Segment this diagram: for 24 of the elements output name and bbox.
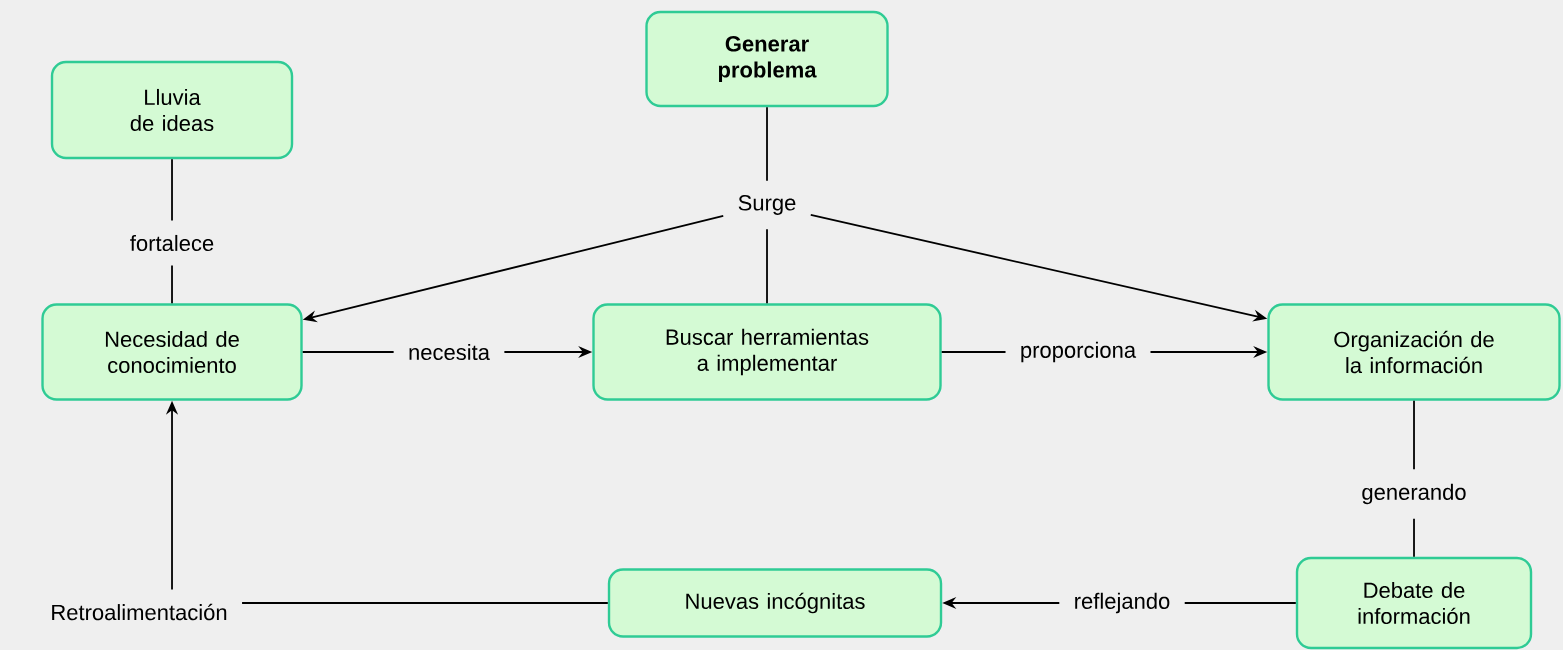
connector-line <box>766 106 768 182</box>
linking-word: proporciona <box>1021 341 1137 363</box>
linking-word: generando <box>1362 483 1466 505</box>
linking-word: necesita <box>409 343 490 361</box>
linking-word: reflejando <box>1075 592 1170 614</box>
concept-box: Necesidad de conocimiento <box>41 303 303 401</box>
connector-line <box>1413 517 1415 558</box>
connector-line <box>1413 399 1415 471</box>
concept-box: Buscar herramientas a implementar <box>592 303 942 401</box>
linking-word: fortalece <box>130 234 214 252</box>
connector-line <box>301 351 395 353</box>
connector-line <box>171 264 173 305</box>
connector-line <box>1183 602 1297 604</box>
concept-box: Lluvia de ideas <box>50 60 294 160</box>
linking-word: Retroalimentación <box>52 603 227 621</box>
concept-box: Organización de la información <box>1267 303 1561 401</box>
concept-box: Generar problema <box>645 10 889 108</box>
concept-box: Debate de información <box>1295 556 1533 650</box>
connector-line <box>766 228 768 305</box>
concept-box: Nuevas incógnitas <box>607 568 943 638</box>
connector-line <box>241 602 609 604</box>
connector-line <box>940 351 1007 353</box>
connector-line <box>171 158 173 222</box>
linking-word: Surge <box>738 195 796 215</box>
